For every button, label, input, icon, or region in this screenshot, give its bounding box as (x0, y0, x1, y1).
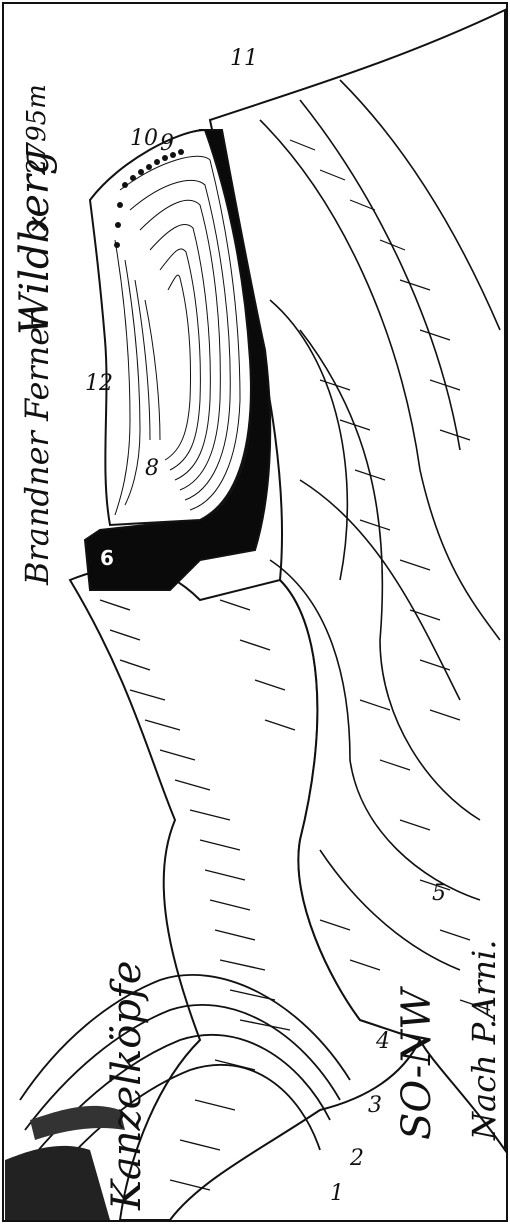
unit-number: 2 (349, 1146, 364, 1171)
left-heads-label: Kanzelköpfe (104, 961, 150, 1211)
peak-marker: × (28, 209, 50, 239)
unit-number: 4 (375, 1029, 390, 1054)
unit-number: 12 (85, 371, 113, 396)
unit-number: 10 (130, 126, 158, 151)
peak-name-label: Wildberg (12, 149, 58, 335)
unit-number: 11 (230, 46, 258, 71)
peak-elevation-label: 2795m (22, 84, 52, 176)
unit-number: 9 (160, 131, 174, 156)
unit-number: 8 (145, 456, 159, 481)
credit-label: Nach P.Arni. (465, 940, 503, 1141)
unit-number: 1 (330, 1181, 344, 1206)
glacier-label: Brandner Ferner (18, 310, 56, 586)
orientation-label: SO-NW (394, 986, 440, 1140)
unit-number: 6 (100, 546, 114, 570)
unit-number: 5 (432, 881, 446, 906)
unit-number: 3 (368, 1093, 382, 1118)
